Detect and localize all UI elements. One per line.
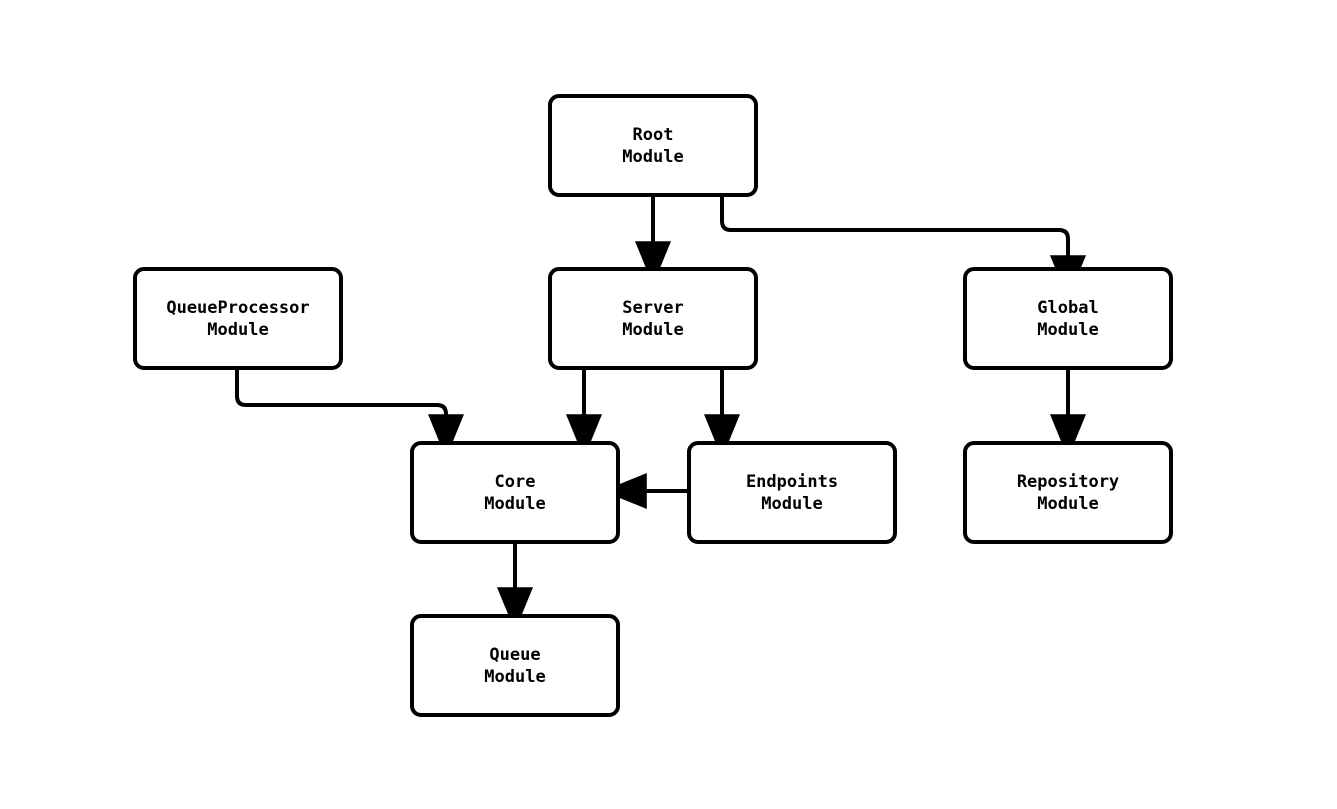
node-queueprocessor[interactable]: QueueProcessor Module bbox=[133, 267, 343, 370]
node-queue-label: Queue Module bbox=[484, 644, 546, 687]
node-root-label: Root Module bbox=[622, 124, 684, 167]
node-core[interactable]: Core Module bbox=[410, 441, 620, 544]
node-global[interactable]: Global Module bbox=[963, 267, 1173, 370]
node-endpoints[interactable]: Endpoints Module bbox=[687, 441, 897, 544]
node-core-label: Core Module bbox=[484, 471, 546, 514]
node-server[interactable]: Server Module bbox=[548, 267, 758, 370]
node-global-label: Global Module bbox=[1037, 297, 1099, 340]
node-repository-label: Repository Module bbox=[1016, 471, 1120, 514]
node-endpoints-label: Endpoints Module bbox=[745, 471, 839, 514]
node-root[interactable]: Root Module bbox=[548, 94, 758, 197]
node-queueprocessor-label: QueueProcessor Module bbox=[166, 297, 310, 340]
node-repository[interactable]: Repository Module bbox=[963, 441, 1173, 544]
node-queue[interactable]: Queue Module bbox=[410, 614, 620, 717]
edge-queueprocessor-to-core bbox=[235, 370, 464, 459]
edge-root-to-global bbox=[720, 197, 1086, 300]
node-server-label: Server Module bbox=[622, 297, 684, 340]
